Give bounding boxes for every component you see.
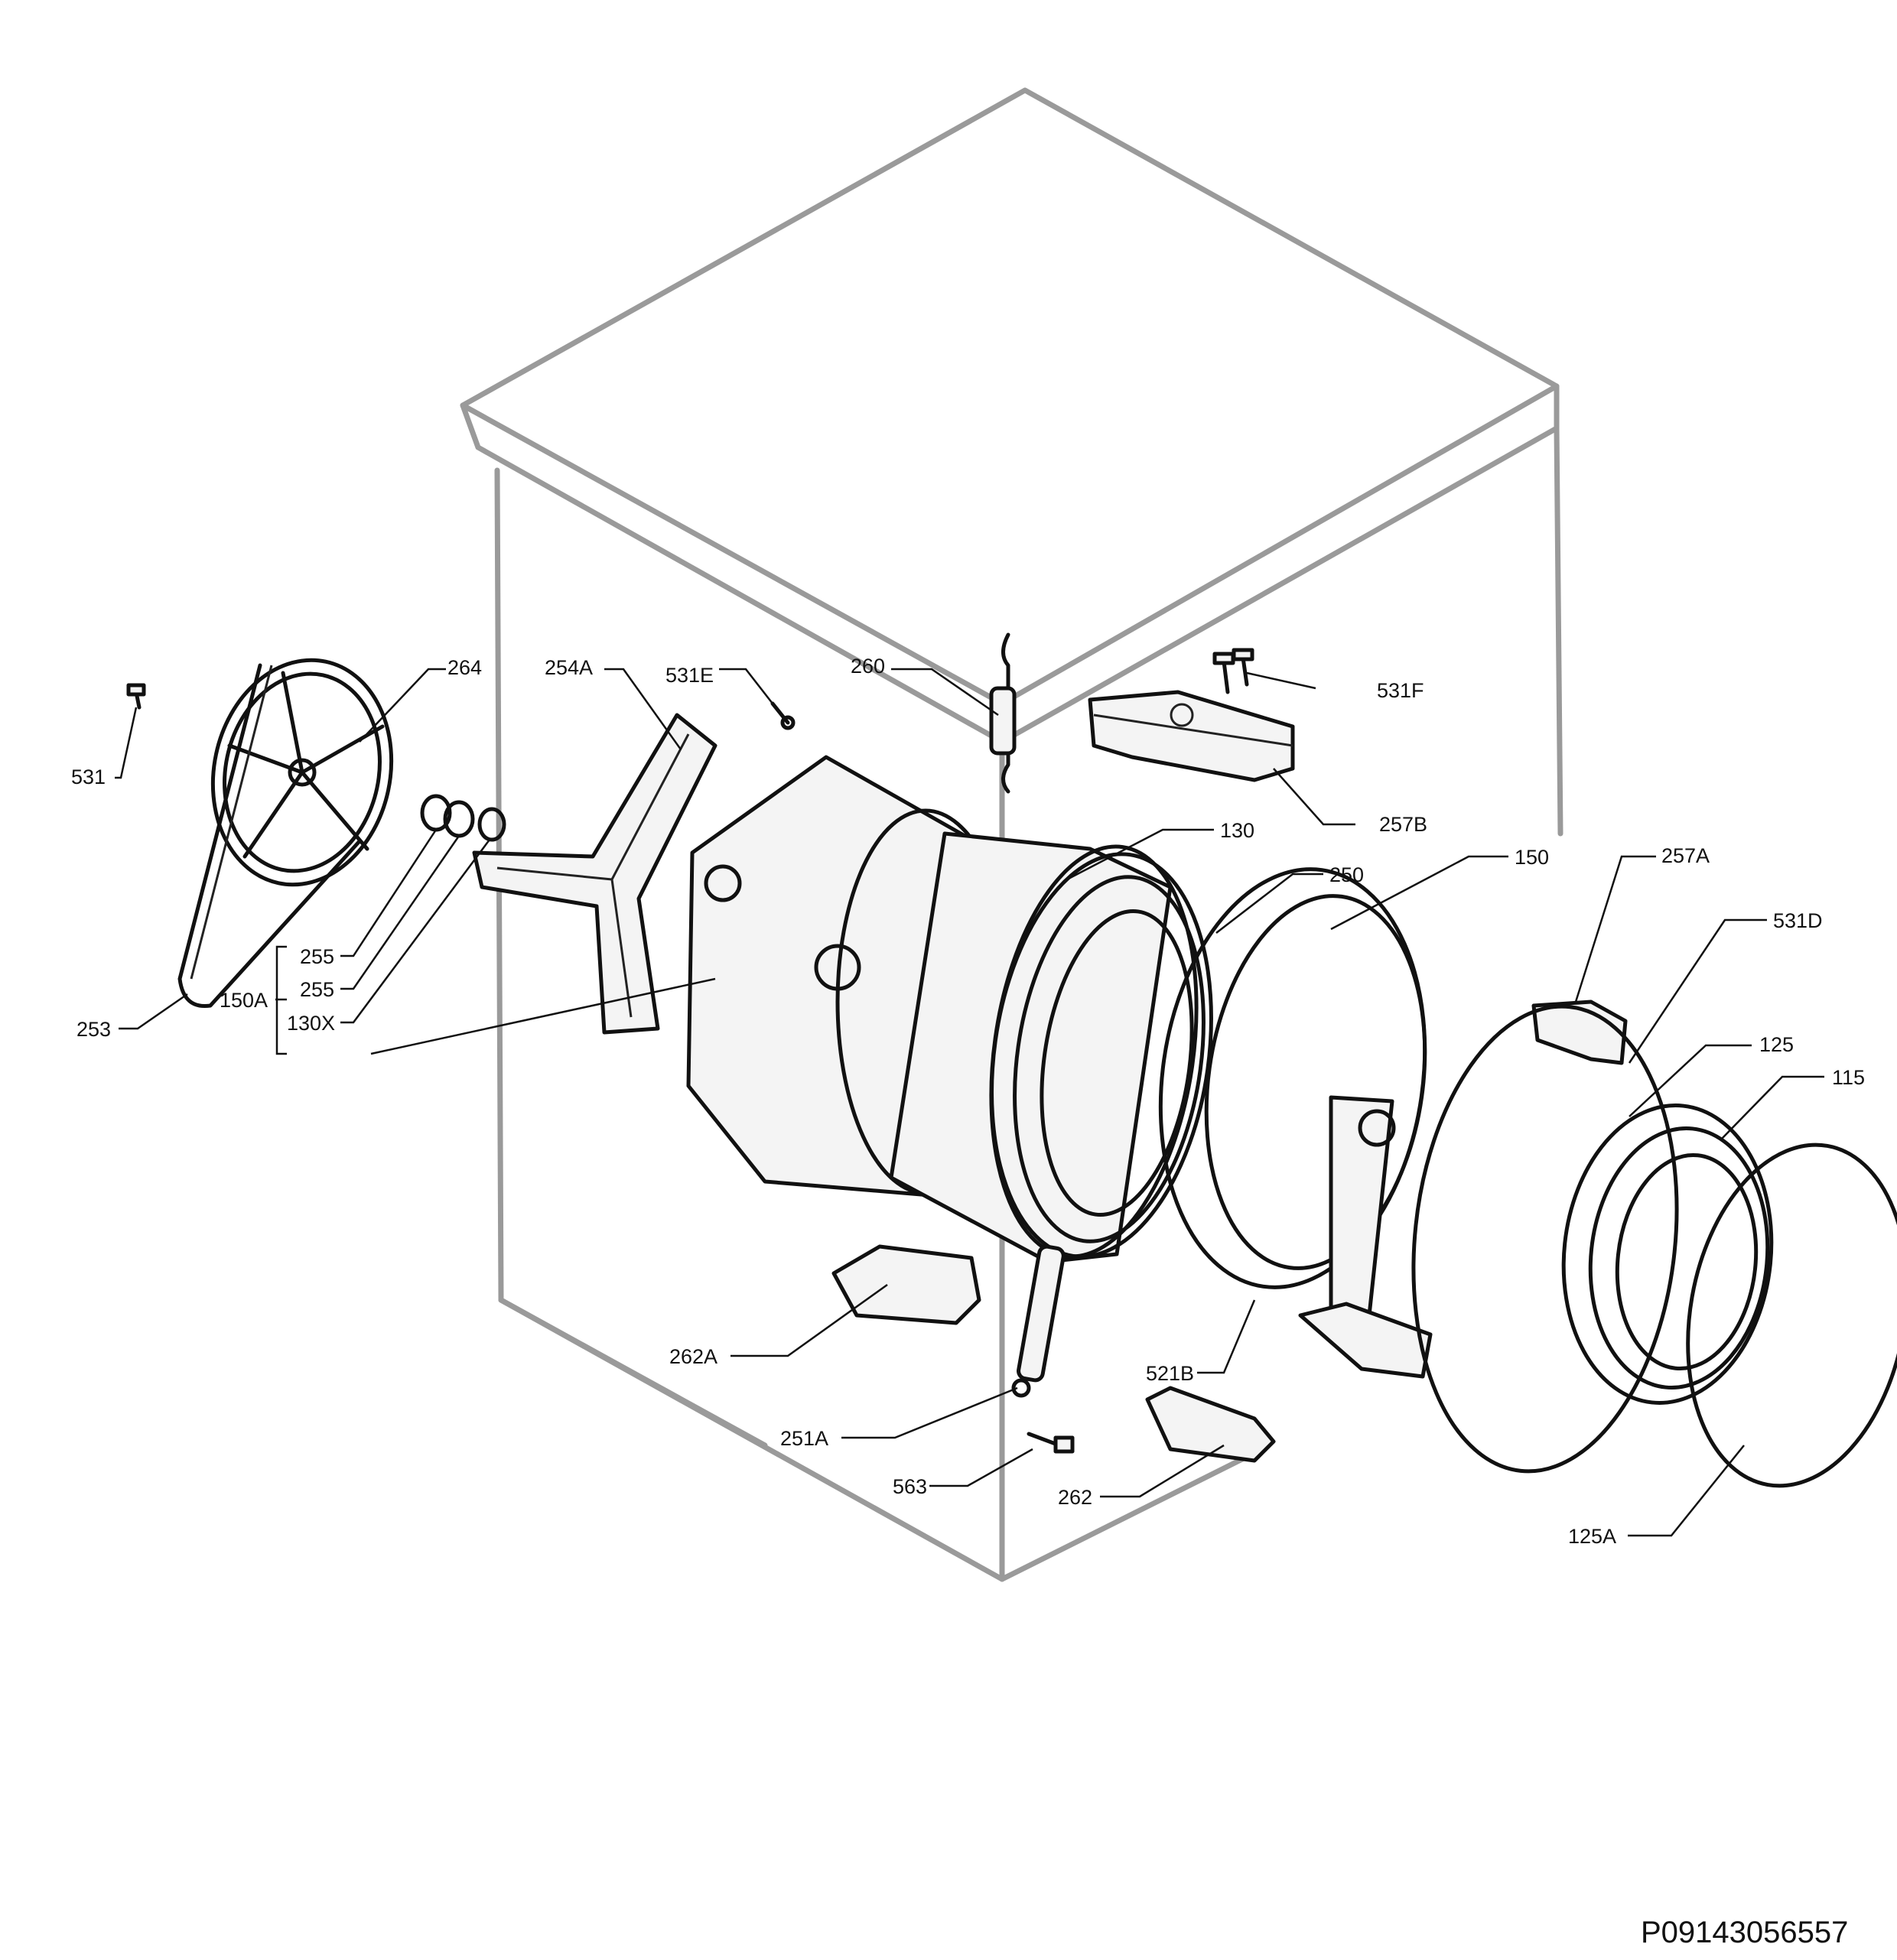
callout-255-1: 255 xyxy=(300,945,334,968)
bolt-563 xyxy=(1027,1432,1075,1454)
callout-262A: 262A xyxy=(669,1345,717,1368)
counterweight-262A xyxy=(831,1244,981,1325)
callout-521B: 521B xyxy=(1146,1362,1194,1385)
front-ring-125 xyxy=(1411,1004,1679,1474)
screw-531 xyxy=(126,683,146,710)
callout-531E: 531E xyxy=(665,664,714,687)
callout-130: 130 xyxy=(1220,819,1254,842)
callout-254A: 254A xyxy=(545,656,593,679)
pulley-264 xyxy=(210,658,394,887)
callout-251A: 251A xyxy=(780,1427,828,1450)
screws-531F xyxy=(1212,648,1254,694)
document-id: P09143056557 xyxy=(1641,1916,1848,1949)
callout-250: 250 xyxy=(1329,863,1364,886)
leader-lines xyxy=(115,668,1824,1537)
counterweight-257B xyxy=(1088,690,1295,782)
callout-115: 115 xyxy=(1832,1066,1865,1089)
drum-spider-254A xyxy=(472,713,717,1035)
callout-257B: 257B xyxy=(1379,813,1427,836)
counterweight-257A xyxy=(1531,1000,1628,1065)
callout-125: 125 xyxy=(1759,1033,1794,1056)
callout-150: 150 xyxy=(1515,846,1549,869)
callout-130X: 130X xyxy=(287,1012,335,1035)
callout-531D: 531D xyxy=(1773,909,1823,932)
tub-front-half-150 xyxy=(1158,867,1433,1379)
screw-531E xyxy=(770,701,796,730)
callout-257A: 257A xyxy=(1661,844,1710,867)
callout-125A: 125A xyxy=(1568,1525,1616,1548)
door-seal-115 xyxy=(1561,1104,1774,1405)
callout-563: 563 xyxy=(893,1475,927,1498)
callout-262: 262 xyxy=(1058,1486,1092,1509)
clamp-ring-125A xyxy=(1686,1143,1897,1488)
spring-260 xyxy=(989,632,1017,794)
callout-260: 260 xyxy=(851,655,885,678)
belt-253 xyxy=(177,663,362,1009)
callout-150A: 150A xyxy=(220,989,268,1012)
callout-264: 264 xyxy=(447,656,482,679)
callout-253: 253 xyxy=(76,1018,111,1041)
callout-255-2: 255 xyxy=(300,978,334,1001)
shock-absorber-251A xyxy=(1011,1244,1066,1398)
counterweight-262 xyxy=(1145,1386,1276,1463)
callout-531: 531 xyxy=(71,765,106,788)
callout-531F: 531F xyxy=(1377,679,1424,702)
